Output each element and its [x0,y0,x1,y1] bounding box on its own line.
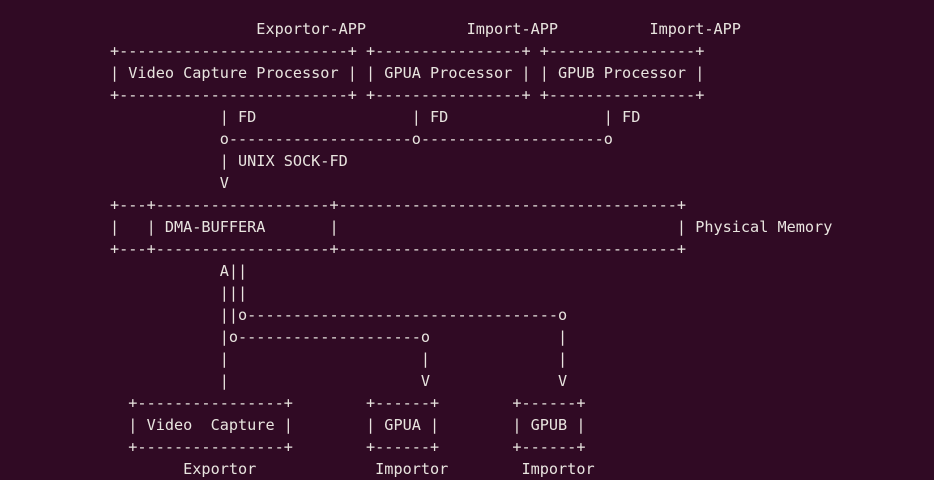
terminal-window: Exportor-APP Import-APP Import-APP +----… [110,20,833,478]
ascii-diagram: Exportor-APP Import-APP Import-APP +----… [110,20,833,478]
